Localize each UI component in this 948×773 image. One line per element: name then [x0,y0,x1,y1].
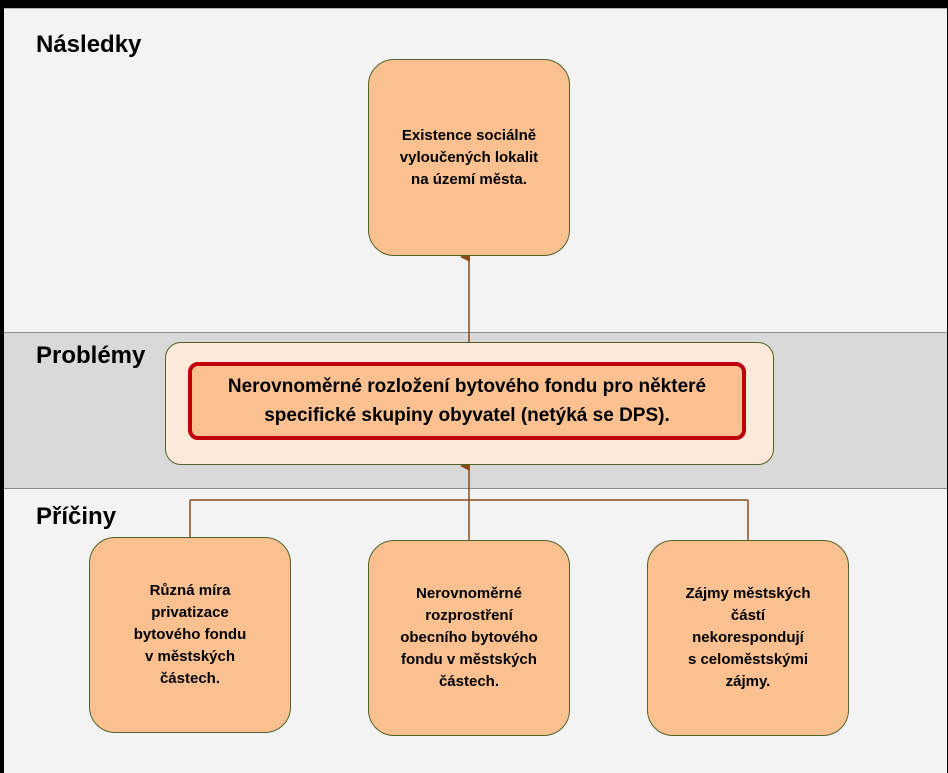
causes-label: Příčiny [36,503,117,530]
cause-1-line-1: Různá míra [149,582,231,599]
cause-1-line-5: částech. [159,670,221,687]
cause-3-line-3: nekorespondují [692,629,804,646]
cause-3-line-2: částí [730,607,766,624]
consequence-line-2: vyloučených lokalit [399,148,539,166]
consequences-label: Následky [36,31,142,58]
cause-2-line-5: částech. [438,673,500,690]
cause-2-line-2: rozprostření [425,607,513,624]
cause-3-line-4: s celoměstskými [687,651,809,668]
consequence-box: Existence sociálně vyloučených lokalit n… [368,59,570,256]
cause-1-line-3: bytového fondu [133,626,247,643]
problem-line-1: Nerovnoměrné rozložení bytového fondu pr… [227,376,707,397]
problem-box: Nerovnoměrné rozložení bytového fondu pr… [188,362,746,440]
cause-2-line-1: Nerovnoměrné [416,585,522,602]
problem-line-2: specifické skupiny obyvatel (netýká se D… [264,405,670,426]
cause-2-line-4: fondu v městských [401,651,537,668]
cause-3-line-1: Zájmy městských [685,585,811,602]
cause-1-line-2: privatizace [151,604,229,621]
cause-box-2: Nerovnoměrné rozprostření obecního bytov… [368,540,570,736]
cause-1-line-4: v městských [144,648,236,665]
cause-box-1: Různá míra privatizace bytového fondu v … [89,537,291,733]
cause-3-line-5: zájmy. [725,673,771,690]
consequence-line-1: Existence sociálně [401,126,537,144]
cause-box-3: Zájmy městských částí nekorespondují s c… [647,540,849,736]
cause-2-line-3: obecního bytového [400,629,538,646]
consequence-line-3: na území města. [411,170,527,188]
problems-label: Problémy [36,342,146,369]
